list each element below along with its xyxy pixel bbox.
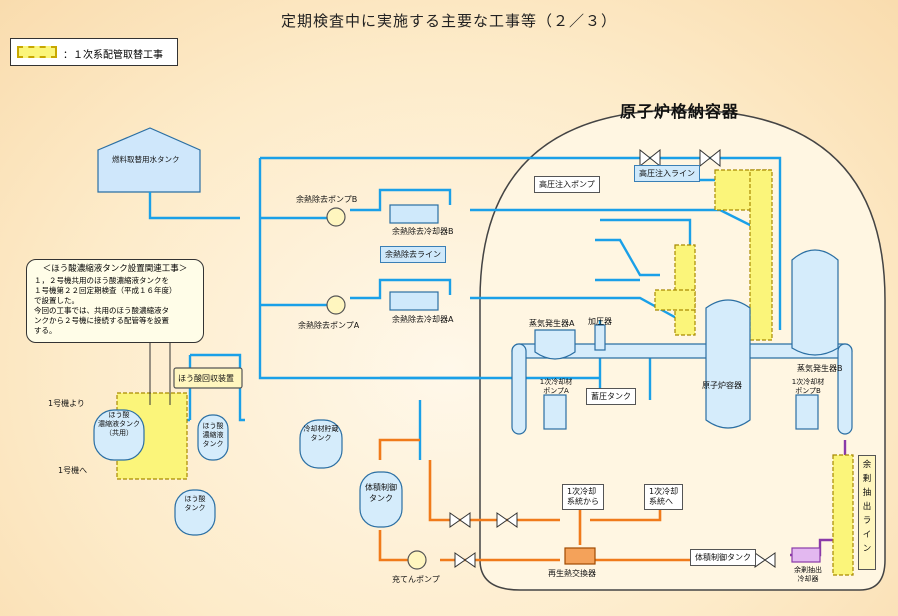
rhr-pump-b-label: 余熱除去ポンプB	[296, 195, 358, 204]
hpi-pump-label: 高圧注入ポンプ	[534, 176, 600, 193]
fuel-tank-shape	[97, 127, 201, 193]
heat-exchangers	[389, 204, 821, 565]
to-primary-label: 1次冷却 系統へ	[644, 484, 684, 510]
regen-hx-label: 再生熱交換器	[548, 569, 596, 578]
letdown-line-label: 余剰抽出ライン	[858, 455, 876, 570]
valve-icon	[449, 512, 471, 528]
boric-tank-label: ほう酸 タンク	[184, 495, 206, 512]
rhr-line-label: 余熱除去ライン	[380, 246, 446, 263]
sg-b-label: 蒸気発生器B	[797, 364, 843, 373]
rcp-a-label: 1次冷却材 ポンプA	[539, 378, 573, 395]
replacement-highlights	[116, 169, 854, 576]
boric-acid-tank-shape	[174, 489, 216, 536]
pressurizer-label: 加圧器	[588, 317, 612, 326]
boric-conc-tank-shared-shape	[93, 409, 145, 461]
rhr-pump-a-icon	[326, 295, 346, 315]
legend-text: ：１次系配管取替工事	[63, 50, 163, 61]
note-line: １，２号機共用のほう酸濃縮液タンクを	[34, 276, 169, 285]
note-box: ＜ほう酸濃縮液タンク設置関連工事＞ １，２号機共用のほう酸濃縮液タンクを １号機…	[26, 259, 204, 343]
valve-icon	[639, 148, 661, 168]
valve-icon	[454, 552, 476, 568]
boric-recovery-box	[173, 367, 243, 389]
note-line: ンクから２号機に接続する配管等を設置	[34, 316, 169, 325]
charging-pump-label: 充てんポンプ	[392, 575, 440, 584]
pumps	[326, 207, 427, 570]
from-primary-label: 1次冷却 系統から	[562, 484, 604, 510]
note-line: １号機第２２回定期検査（平成１６年度）	[34, 286, 177, 295]
rhr-pump-a-label: 余熱除去ポンプA	[298, 321, 360, 330]
valves	[449, 148, 776, 568]
conc-tank-shared-label: ほう酸 濃縮液タンク （共用）	[98, 411, 140, 437]
callout-lines	[149, 343, 171, 405]
rcp-b-label: 1次冷却材 ポンプB	[791, 378, 825, 395]
legend: ：１次系配管取替工事	[10, 38, 178, 66]
sg-a-label: 蒸気発生器A	[529, 319, 575, 328]
letdown-hx-shape	[791, 547, 821, 563]
accumulator-label: 蓄圧タンク	[586, 388, 636, 405]
coolant-storage-tank-shape	[299, 419, 343, 469]
vct-arrow-label: 体積制御タンク	[690, 549, 756, 566]
vct-shape	[359, 471, 403, 528]
legend-swatch	[17, 46, 57, 58]
page-title: 定期検査中に実施する主要な工事等（２／３）	[280, 12, 617, 30]
reactor-equipment	[511, 249, 853, 435]
rhr-pump-b-icon	[326, 207, 346, 227]
conc-tank-label: ほう酸 濃縮液 タンク	[202, 422, 224, 448]
note-line: で設置した。	[34, 296, 79, 305]
rhr-hx-b-shape	[389, 204, 439, 224]
from-unit1-label: 1号機より	[48, 399, 85, 408]
boric-conc-tank-shape	[197, 414, 229, 461]
boric-recovery-label: ほう酸回収装置	[178, 374, 234, 383]
steam-generator-a-shape	[534, 329, 576, 360]
vct-label: 体積制御 タンク	[365, 483, 397, 503]
valve-icon	[699, 148, 721, 168]
valve-icon	[496, 512, 518, 528]
coolant-tank-label: 冷却材貯蔵 タンク	[303, 425, 339, 442]
tanks	[93, 367, 403, 536]
regen-hx-shape	[564, 547, 596, 565]
letdown-hx-label: 余剰抽出 冷却器	[794, 566, 822, 583]
rhr-hx-a-shape	[389, 291, 439, 311]
note-line: する。	[34, 326, 57, 335]
fuel-tank-label: 燃料取替用水タンク	[112, 155, 180, 164]
note-heading: ＜ほう酸濃縮液タンク設置関連工事＞	[42, 264, 188, 274]
rhr-hx-a-label: 余熱除去冷却器A	[392, 315, 454, 324]
steam-generator-b-shape	[791, 249, 839, 356]
reactor-vessel-shape	[705, 299, 751, 429]
containment-label: 原子炉格納容器	[620, 102, 740, 121]
charging-pump-icon	[407, 550, 427, 570]
note-line: 今回の工事では、共用のほう酸濃縮液タ	[34, 306, 169, 315]
hpi-line-label: 高圧注入ライン	[634, 165, 700, 182]
rhr-hx-b-label: 余熱除去冷却器B	[392, 227, 454, 236]
to-unit1-label: 1号機へ	[58, 466, 88, 475]
reactor-label: 原子炉容器	[702, 381, 742, 390]
